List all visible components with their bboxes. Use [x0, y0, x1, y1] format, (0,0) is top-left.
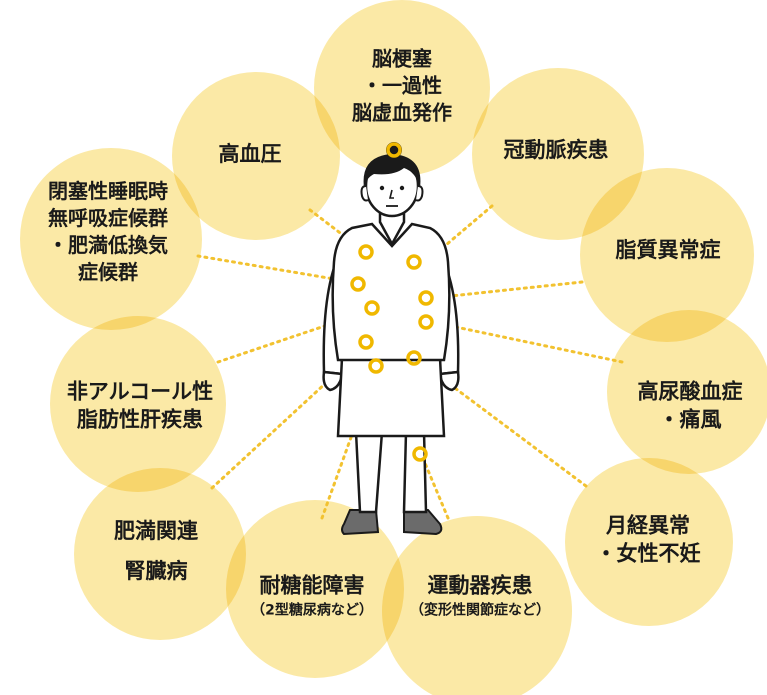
connector-locomotor: [420, 454, 450, 520]
node-gout-line-1: 高尿酸血症: [637, 379, 743, 404]
circle-apnea: [20, 148, 202, 330]
right-shoe: [403, 509, 443, 536]
skirt: [336, 356, 446, 438]
connector-menstrual: [418, 360, 588, 488]
ring-liver: [364, 300, 380, 316]
connector-gout: [430, 320, 624, 364]
connector-coronary: [438, 204, 494, 252]
node-hypertension-line-1: 高血圧: [218, 141, 282, 166]
circle-stroke: [314, 0, 490, 176]
node-kidney-line-2: 腎臓病: [124, 559, 188, 583]
node-nafld-line-1: 非アルコール性: [66, 379, 214, 404]
node-kidney: 肥満関連 腎臓病: [114, 512, 198, 592]
ring-brain: [386, 142, 402, 158]
right-hand: [438, 370, 460, 392]
circle-kidney: [74, 468, 246, 640]
ring-chest-right: [406, 254, 422, 270]
node-apnea-line-3: ・肥満低換気: [48, 233, 168, 257]
right-eye: [399, 185, 405, 191]
circle-gout: [607, 310, 767, 474]
ring-torso-right: [418, 290, 434, 306]
node-dyslipidemia-line-1: 脂質異常症: [615, 237, 721, 262]
node-menstrual: 月経異常 ・女性不妊: [596, 512, 701, 569]
node-locomotor-line-1: 運動器疾患: [427, 573, 533, 598]
right-ear: [415, 185, 424, 202]
node-gout: 高尿酸血症 ・痛風: [638, 378, 743, 435]
right-leg: [402, 430, 428, 514]
ring-glucose: [368, 358, 384, 374]
left-hand: [322, 370, 344, 392]
node-coronary: 冠動脈疾患: [504, 136, 609, 164]
circle-menstrual: [565, 458, 733, 626]
node-apnea-line-4: 症候群: [78, 260, 138, 284]
node-hypertension: 高血圧: [219, 140, 282, 168]
node-stroke-line-3: 脳虚血発作: [352, 100, 452, 125]
connector-dyslipidemia: [430, 280, 584, 300]
circle-locomotor: [382, 516, 572, 695]
left-eye: [379, 185, 385, 191]
node-nafld: 非アルコール性 脂肪性肝疾患: [67, 378, 213, 435]
node-glucose: 耐糖能障害 （2型糖尿病など）: [251, 571, 373, 620]
node-locomotor: 運動器疾患 （変形性関節症など）: [410, 571, 550, 620]
ring-kidney: [358, 334, 374, 350]
node-apnea-line-1: 閉塞性睡眠時: [48, 179, 168, 203]
hair: [363, 154, 421, 188]
ring-chest-left: [358, 244, 374, 260]
node-stroke-line-2: ・一過性: [362, 73, 442, 98]
node-stroke-line-1: 脳梗塞: [372, 46, 432, 71]
nose: [388, 189, 394, 199]
node-glucose-sub: （2型糖尿病など）: [251, 602, 373, 619]
circle-nafld: [50, 316, 226, 492]
node-menstrual-line-2: ・女性不妊: [595, 542, 701, 566]
left-shoe: [341, 509, 380, 536]
node-menstrual-line-1: 月経異常: [606, 513, 690, 538]
node-glucose-line-1: 耐糖能障害: [259, 573, 365, 598]
node-kidney-line-1: 肥満関連: [114, 519, 198, 544]
node-apnea: 閉塞性睡眠時 無呼吸症候群 ・肥満低換気 症候群: [48, 178, 168, 286]
ring-torso-left: [350, 276, 366, 292]
ring-pelvis: [406, 350, 422, 366]
node-gout-line-2: ・痛風: [658, 408, 722, 432]
node-apnea-line-2: 無呼吸症候群: [48, 206, 168, 230]
ring-uric: [418, 314, 434, 330]
ring-knee: [412, 446, 428, 462]
body-rings: [350, 142, 434, 462]
node-dyslipidemia: 脂質異常症: [616, 236, 721, 264]
node-locomotor-sub: （変形性関節症など）: [410, 602, 550, 619]
node-stroke: 脳梗塞 ・一過性 脳虚血発作: [352, 46, 452, 127]
connector-apnea: [196, 254, 354, 284]
left-ear: [360, 185, 369, 202]
node-coronary-line-1: 冠動脈疾患: [503, 137, 609, 162]
left-leg: [354, 430, 384, 514]
node-nafld-line-2: 脂肪性肝疾患: [77, 408, 203, 432]
